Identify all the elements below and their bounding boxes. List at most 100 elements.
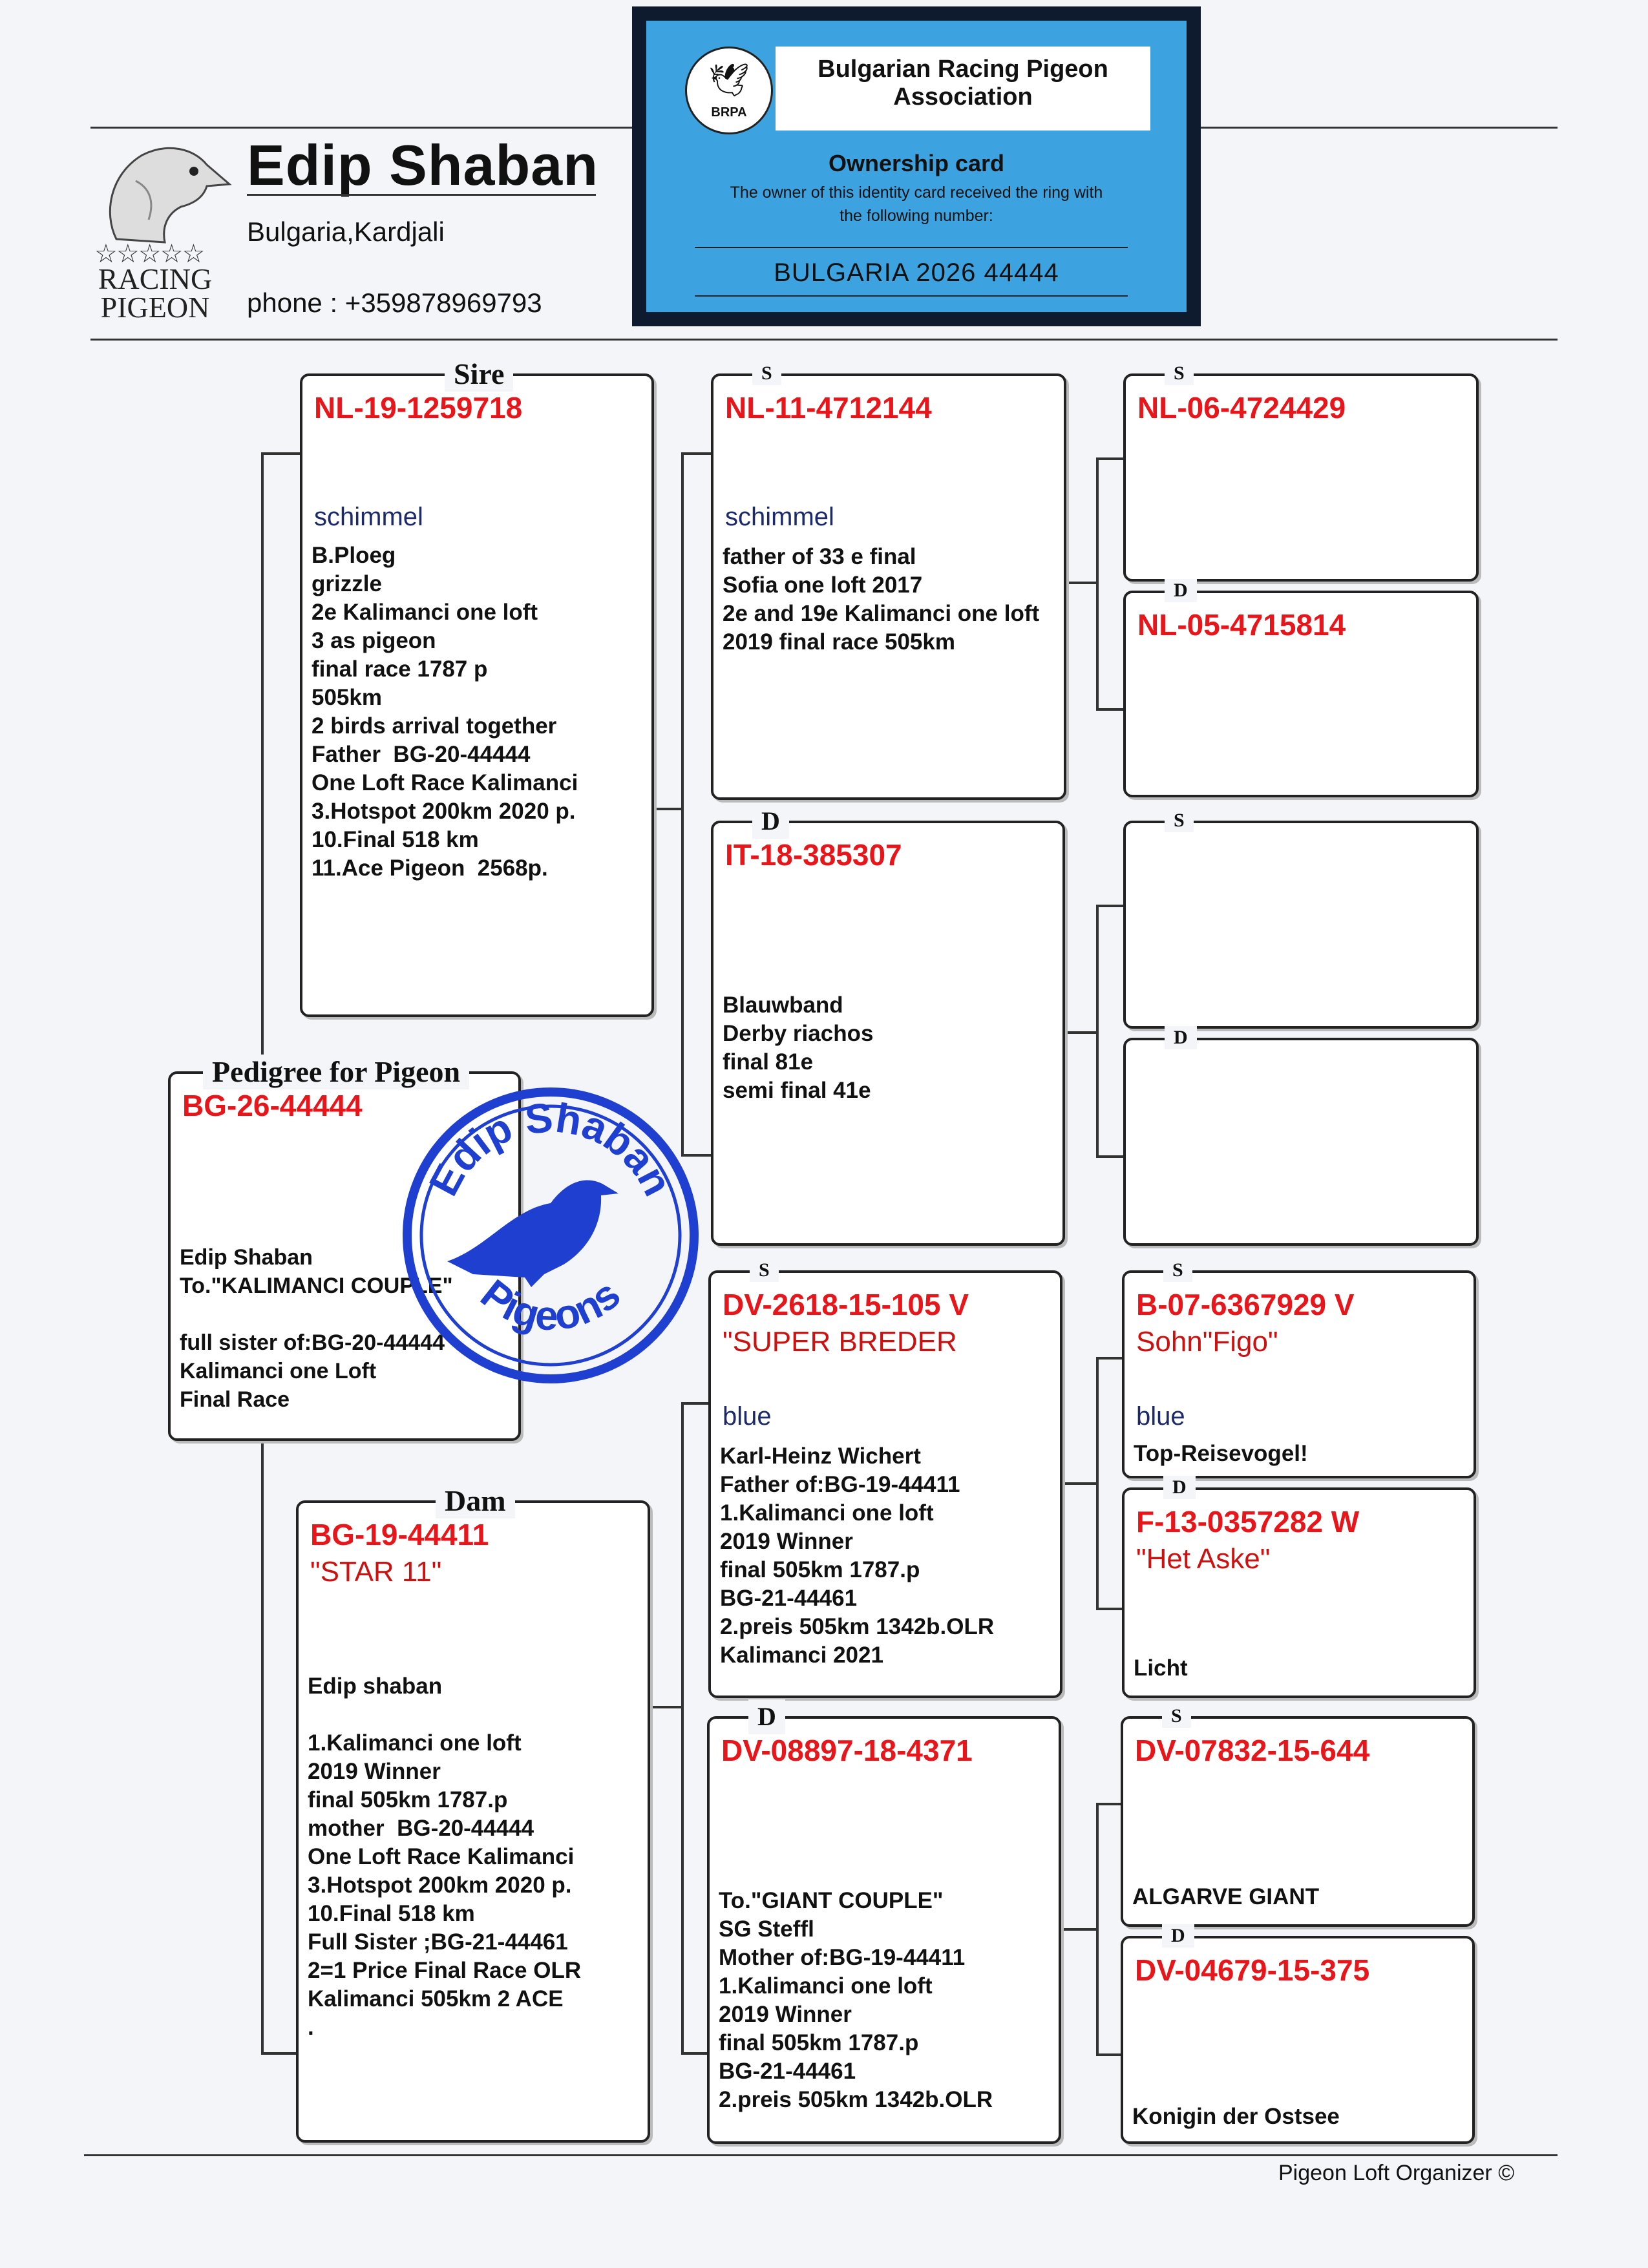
ds-tag: S bbox=[750, 1259, 779, 1282]
connector-dd-ddd bbox=[1096, 2053, 1125, 2056]
ddd-ring: DV-04679-15-375 bbox=[1135, 1953, 1370, 1987]
dss-color: blue bbox=[1136, 1402, 1185, 1431]
card-text-line2: the following number: bbox=[840, 207, 993, 225]
dam-name: "STAR 11" bbox=[310, 1556, 442, 1588]
dss-ring: B-07-6367929 V bbox=[1136, 1288, 1355, 1321]
dds-info: ALGARVE GIANT bbox=[1132, 1884, 1320, 1909]
dd-tag: D bbox=[748, 1699, 785, 1734]
sdd-card: D bbox=[1123, 1026, 1479, 1246]
pigeon-head-icon bbox=[109, 147, 232, 244]
connector-subject-vertical-top bbox=[261, 452, 264, 1074]
dam-ring: BG-19-44411 bbox=[310, 1518, 489, 1551]
connector-ds-dsd bbox=[1096, 1608, 1125, 1610]
logo-stars: ☆☆☆☆☆ bbox=[94, 240, 205, 268]
ss-info: father of 33 e final Sofia one loft 2017… bbox=[723, 544, 1040, 655]
ownership-card: BRPA 🕊 Bulgarian Racing Pigeon Associati… bbox=[632, 6, 1201, 326]
sd-tag: D bbox=[752, 804, 789, 839]
connector-sire-joint bbox=[654, 808, 684, 810]
stamp-bottom-text: Pigeons bbox=[472, 1270, 629, 1339]
sire-dam-card: D IT-18-385307 Blauwband Derby riachos f… bbox=[711, 804, 1065, 1246]
sss-tag: S bbox=[1165, 362, 1194, 385]
owner-stamp: Edip Shaban Pigeons bbox=[396, 1080, 706, 1391]
ownership-card-face: BRPA 🕊 Bulgarian Racing Pigeon Associati… bbox=[646, 21, 1187, 312]
dam-info: Edip shaban 1.Kalimanci one loft 2019 Wi… bbox=[308, 1674, 582, 2040]
logo-line-2: PIGEON bbox=[100, 291, 210, 324]
connector-dam-dd bbox=[681, 2052, 713, 2055]
dds-tag: S bbox=[1162, 1705, 1191, 1728]
dd-ring: DV-08897-18-4371 bbox=[721, 1734, 973, 1767]
dd-info: To."GIANT COUPLE" SG Steffl Mother of:BG… bbox=[719, 1888, 993, 2112]
sire-info: B.Ploeg grizzle 2e Kalimanci one loft 3 … bbox=[312, 543, 578, 881]
sire-ring: NL-19-1259718 bbox=[314, 391, 523, 425]
ss-color: schimmel bbox=[725, 503, 834, 531]
connector-ss-gen3 bbox=[1096, 457, 1099, 711]
connector-subject-vertical-bottom bbox=[261, 1441, 264, 2055]
card-rule-1 bbox=[695, 247, 1128, 248]
ddd-tag: D bbox=[1162, 1924, 1194, 1948]
subject-tag: Pedigree for Pigeon bbox=[203, 1055, 470, 1089]
dss-card: S B-07-6367929 V Sohn"Figo" blue Top-Rei… bbox=[1122, 1259, 1476, 1478]
connector-ss-sss bbox=[1096, 457, 1125, 460]
dsd-card: D F-13-0357282 W "Het Aske" Licht bbox=[1122, 1476, 1476, 1698]
dds-card: S DV-07832-15-644 ALGARVE GIANT bbox=[1121, 1705, 1475, 1927]
dss-name: Sohn"Figo" bbox=[1136, 1326, 1278, 1358]
ssd-card: D NL-05-4715814 bbox=[1123, 579, 1479, 797]
footer-credit: Pigeon Loft Organizer © bbox=[1278, 2161, 1515, 2185]
card-rule-2 bbox=[695, 295, 1128, 297]
ds-ring: DV-2618-15-105 V bbox=[723, 1288, 969, 1321]
logo-line-1: RACING bbox=[98, 262, 213, 295]
dss-info: Top-Reisevogel! bbox=[1134, 1441, 1308, 1466]
header-bottom-rule bbox=[90, 339, 1558, 341]
dam-sire-card: S DV-2618-15-105 V "SUPER BREDER blue Ka… bbox=[708, 1259, 1062, 1698]
dsd-tag: D bbox=[1163, 1476, 1196, 1499]
dsd-info: Licht bbox=[1134, 1655, 1188, 1681]
sd-ring: IT-18-385307 bbox=[725, 838, 902, 872]
sds-card: S bbox=[1123, 809, 1479, 1029]
owner-name-underline bbox=[247, 194, 596, 196]
emblem-abbr: BRPA bbox=[711, 105, 747, 120]
connector-ds-dss bbox=[1096, 1357, 1125, 1360]
ddd-info: Konigin der Ostsee bbox=[1132, 2104, 1340, 2129]
association-emblem: BRPA 🕊 bbox=[685, 47, 773, 134]
connector-subject-dam bbox=[261, 2052, 300, 2055]
owner-location: Bulgaria,Kardjali bbox=[247, 216, 445, 247]
connector-dam-gen2 bbox=[681, 1402, 684, 2055]
connector-sd-joint bbox=[1066, 1031, 1097, 1034]
card-ring-number: BULGARIA 2026 44444 bbox=[774, 258, 1059, 287]
connector-sire-gen2 bbox=[681, 452, 684, 1157]
association-name-line2: Association bbox=[893, 83, 1033, 110]
connector-ss-joint bbox=[1066, 582, 1097, 584]
subject-ring: BG-26-44444 bbox=[182, 1089, 363, 1122]
sdd-tag: D bbox=[1165, 1026, 1197, 1049]
footer-rule bbox=[84, 2154, 1558, 2156]
card-text-line1: The owner of this identity card received… bbox=[730, 184, 1103, 202]
ds-color: blue bbox=[723, 1402, 772, 1431]
dsd-ring: F-13-0357282 W bbox=[1136, 1505, 1360, 1538]
card-title: Ownership card bbox=[828, 150, 1005, 176]
stamp-top-text: Edip Shaban bbox=[420, 1094, 681, 1203]
connector-sd-sds bbox=[1096, 905, 1125, 907]
connector-dam-ds bbox=[681, 1402, 713, 1405]
association-name-line1: Bulgarian Racing Pigeon bbox=[818, 56, 1108, 83]
dam-tag: Dam bbox=[436, 1484, 515, 1518]
connector-sd-gen3 bbox=[1096, 905, 1099, 1158]
connector-dam-joint bbox=[649, 1706, 684, 1708]
ds-info: Karl-Heinz Wichert Father of:BG-19-44411… bbox=[720, 1444, 995, 1668]
connector-dd-dds bbox=[1096, 1803, 1125, 1805]
stamp-pigeon-icon bbox=[447, 1180, 618, 1287]
ssd-ring: NL-05-4715814 bbox=[1137, 608, 1346, 642]
connector-sire-sd bbox=[681, 1154, 713, 1157]
connector-sd-sdd bbox=[1096, 1155, 1125, 1158]
sss-ring: NL-06-4724429 bbox=[1137, 391, 1346, 425]
ds-name: "SUPER BREDER bbox=[723, 1326, 957, 1358]
sd-info: Blauwband Derby riachos final 81e semi f… bbox=[723, 992, 874, 1103]
sire-card: Sire NL-19-1259718 schimmel B.Ploeg griz… bbox=[300, 357, 654, 1017]
sire-sire-card: S NL-11-4712144 schimmel father of 33 e … bbox=[711, 362, 1066, 800]
connector-sire-ss bbox=[681, 452, 713, 455]
subject-info: Edip Shaban To."KALIMANCI COUPLE" full s… bbox=[180, 1245, 453, 1412]
ss-tag: S bbox=[752, 362, 781, 385]
emblem-bird-icon: 🕊 bbox=[708, 62, 750, 98]
connector-dd-gen3 bbox=[1096, 1803, 1099, 2056]
dam-card: Dam BG-19-44411 "STAR 11" Edip shaban 1.… bbox=[296, 1484, 650, 2143]
sds-tag: S bbox=[1165, 809, 1194, 832]
